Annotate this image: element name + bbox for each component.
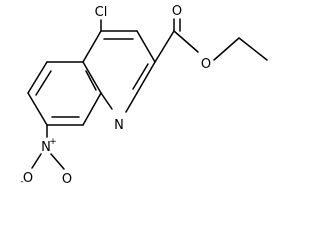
nitro-minus-charge: -	[20, 177, 23, 187]
bond	[125, 92, 138, 113]
nitro-oxygen-right-label: O	[62, 172, 72, 187]
bond	[213, 37, 240, 61]
ring-nitrogen-label: N	[114, 118, 124, 133]
nitro-plus-charge: +	[49, 137, 57, 147]
carbonyl-oxygen-label: O	[172, 4, 182, 19]
bond	[35, 70, 52, 96]
bond	[238, 37, 268, 61]
bond	[136, 30, 156, 63]
chlorine-label: Cl	[95, 5, 108, 20]
bond	[31, 153, 42, 169]
bond	[136, 61, 156, 94]
bond	[85, 70, 97, 91]
bond-lines	[27, 18, 268, 170]
bond	[132, 63, 149, 90]
chemical-structure: Cl O O N N + O O -	[20, 4, 268, 187]
bond	[154, 30, 175, 63]
bond	[82, 92, 102, 126]
bond	[27, 61, 48, 94]
nitro-oxygen-left-label: O	[23, 171, 33, 186]
atom-labels: Cl O O N N + O O -	[20, 4, 211, 187]
bond	[27, 92, 48, 126]
bond	[173, 30, 199, 53]
bond	[82, 61, 102, 94]
bond	[82, 30, 102, 63]
nitro-nitrogen-label: N	[41, 140, 51, 155]
ester-oxygen-label: O	[201, 57, 211, 72]
bond	[50, 153, 65, 170]
bond	[100, 92, 113, 110]
